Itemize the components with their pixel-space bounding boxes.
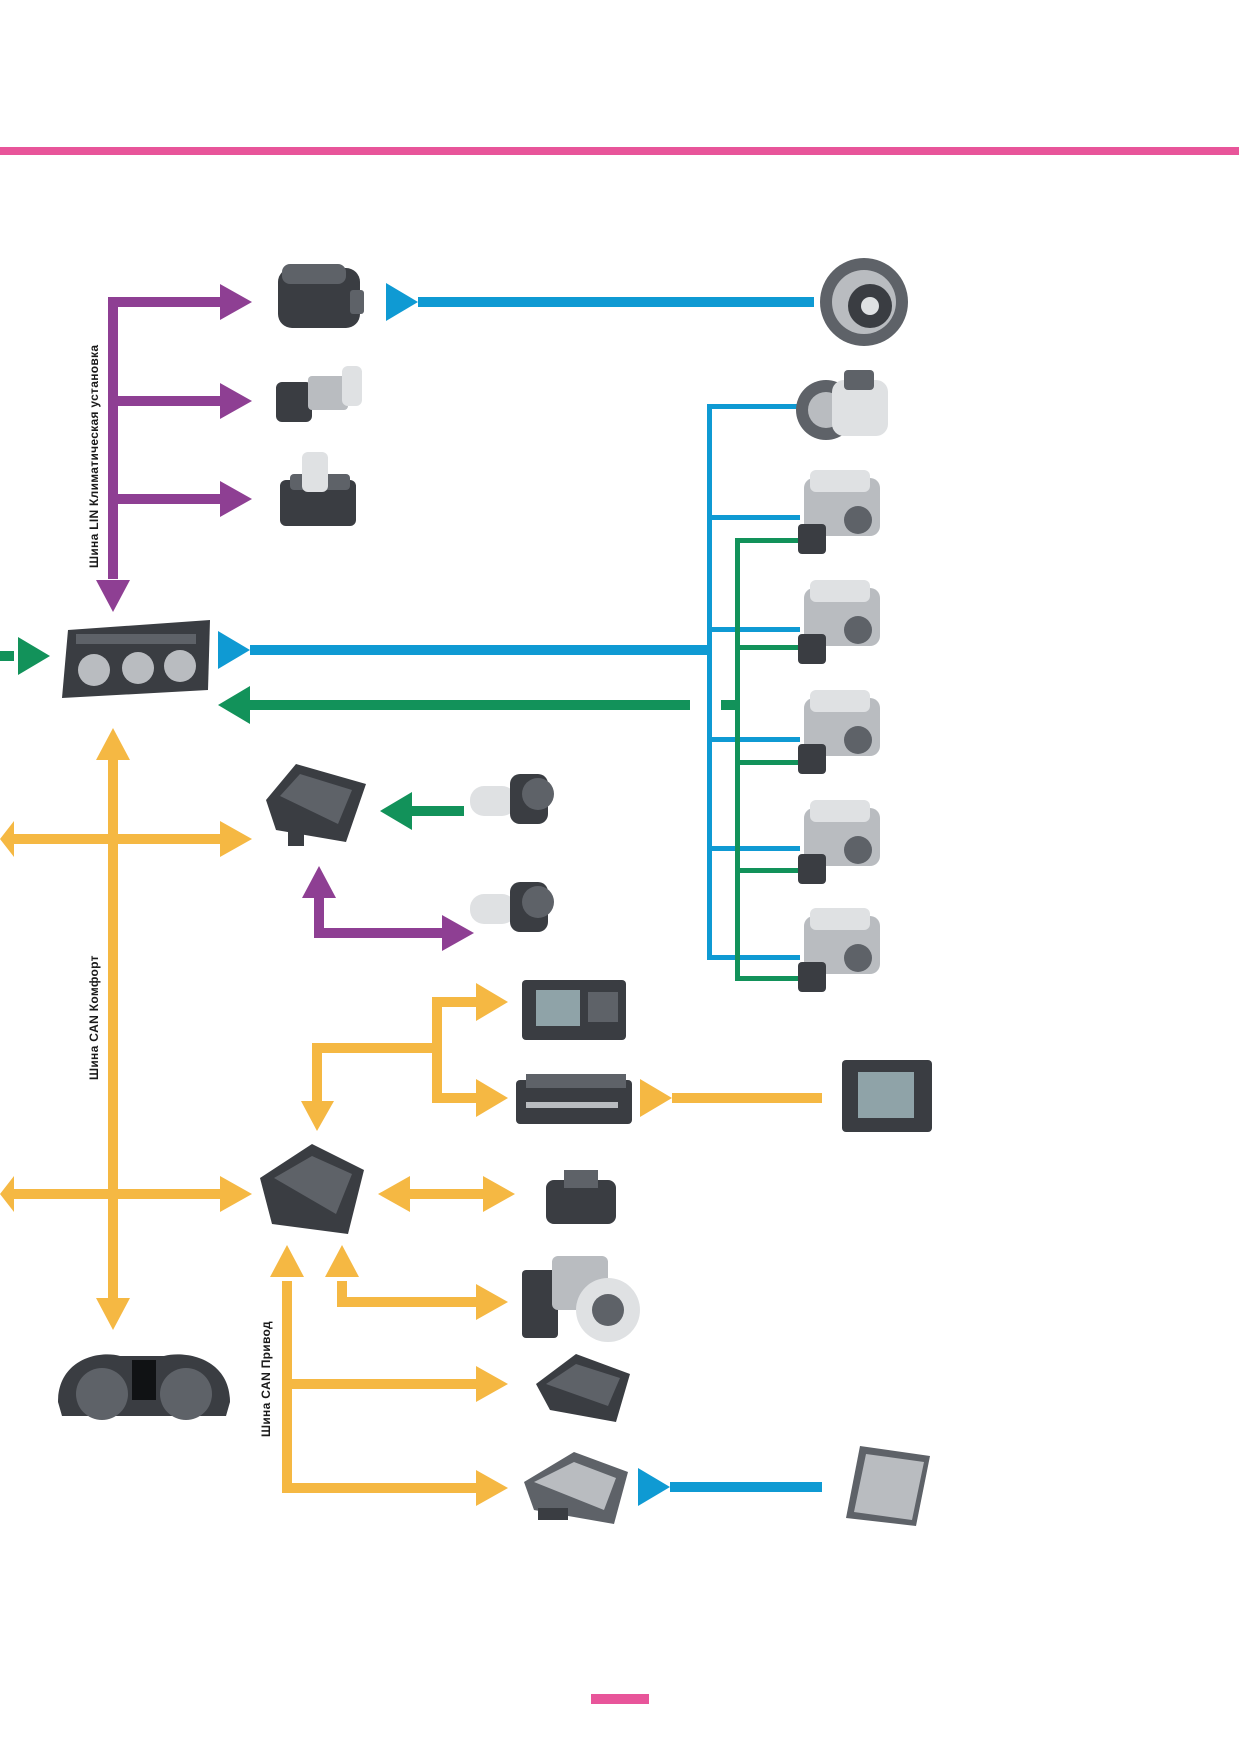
compressor-icon [796, 370, 888, 440]
climate-panel-icon [62, 620, 210, 698]
can-arrow-door-unit [220, 821, 252, 857]
lin-arrow-window-motor [442, 915, 474, 951]
airbag-unit-icon [536, 1354, 630, 1422]
lin-arrow-air-sensor [220, 481, 252, 517]
green-arrow-climate-panel [218, 686, 250, 724]
pressure-sensor-icon [276, 366, 362, 422]
green-arrow-door-unit [380, 792, 412, 830]
blue-arrow-radiator [638, 1468, 670, 1506]
display-icon [842, 1060, 932, 1132]
can-arrow-left-upper [0, 821, 14, 857]
lin-arrow-fan-control [220, 284, 252, 320]
can-arrow-gateway [220, 1176, 252, 1212]
ecu-icon [524, 1452, 628, 1524]
can-arrow-ecu [476, 1470, 508, 1506]
lin-arrow-pressure-sensor [220, 383, 252, 419]
green-arrow-from-left [18, 637, 50, 675]
can-arrow-airbag [476, 1366, 508, 1402]
can-arrow-gateway-right [378, 1176, 410, 1212]
blue-signal-lines [218, 283, 822, 1506]
media-drive-icon [516, 1074, 632, 1124]
instrument-cluster-icon [58, 1354, 230, 1420]
window-motor-icon [470, 774, 554, 824]
can-arrow-nav-display [640, 1079, 672, 1117]
flap-actuator-icon [798, 800, 880, 884]
blue-arrow-climate-panel [218, 631, 250, 669]
blue-arrow-fan-control [386, 283, 418, 321]
can-comfort-bus-label: Шина CAN Комфорт [87, 955, 101, 1080]
can-bus-lines [0, 728, 822, 1506]
can-arrow-radio [476, 983, 508, 1021]
can-arrow-gateway-abs [325, 1245, 359, 1277]
connector-icon [546, 1170, 616, 1224]
can-arrow-gateway-drive [270, 1245, 304, 1277]
radio-icon [522, 980, 626, 1040]
flap-actuator-icon [798, 690, 880, 774]
flap-actuator-icon [798, 580, 880, 664]
gateway-icon [260, 1144, 364, 1234]
lin-bus-label: Шина LIN Климатическая установка [87, 345, 101, 568]
green-signal-lines [0, 538, 800, 981]
fan-control-module-icon [278, 264, 364, 328]
control-unit-icon [266, 764, 366, 846]
can-drive-bus-label: Шина CAN Привод [259, 1321, 273, 1437]
can-arrow-diagnostic [483, 1176, 515, 1212]
abs-icon [522, 1256, 640, 1342]
lin-arrow-climate-panel [96, 580, 130, 612]
lin-bus-lines [96, 284, 474, 951]
lin-arrow-door-unit [302, 866, 336, 898]
flap-actuator-icon [798, 470, 880, 554]
can-arrow-cluster [96, 1298, 130, 1330]
air-quality-sensor-icon [280, 452, 356, 526]
flap-actuator-icon [798, 908, 880, 992]
can-arrow-gateway-top [301, 1101, 334, 1131]
can-arrow-left-lower [0, 1176, 14, 1212]
can-arrow-abs [476, 1284, 508, 1320]
can-arrow-media-drive [476, 1079, 508, 1117]
window-motor-icon [470, 882, 554, 932]
can-arrow-climate-panel [96, 728, 130, 760]
blower-icon [820, 258, 908, 346]
radiator-icon [846, 1446, 930, 1526]
page-number-marker [591, 1694, 649, 1704]
header-accent-rule [0, 147, 1239, 155]
